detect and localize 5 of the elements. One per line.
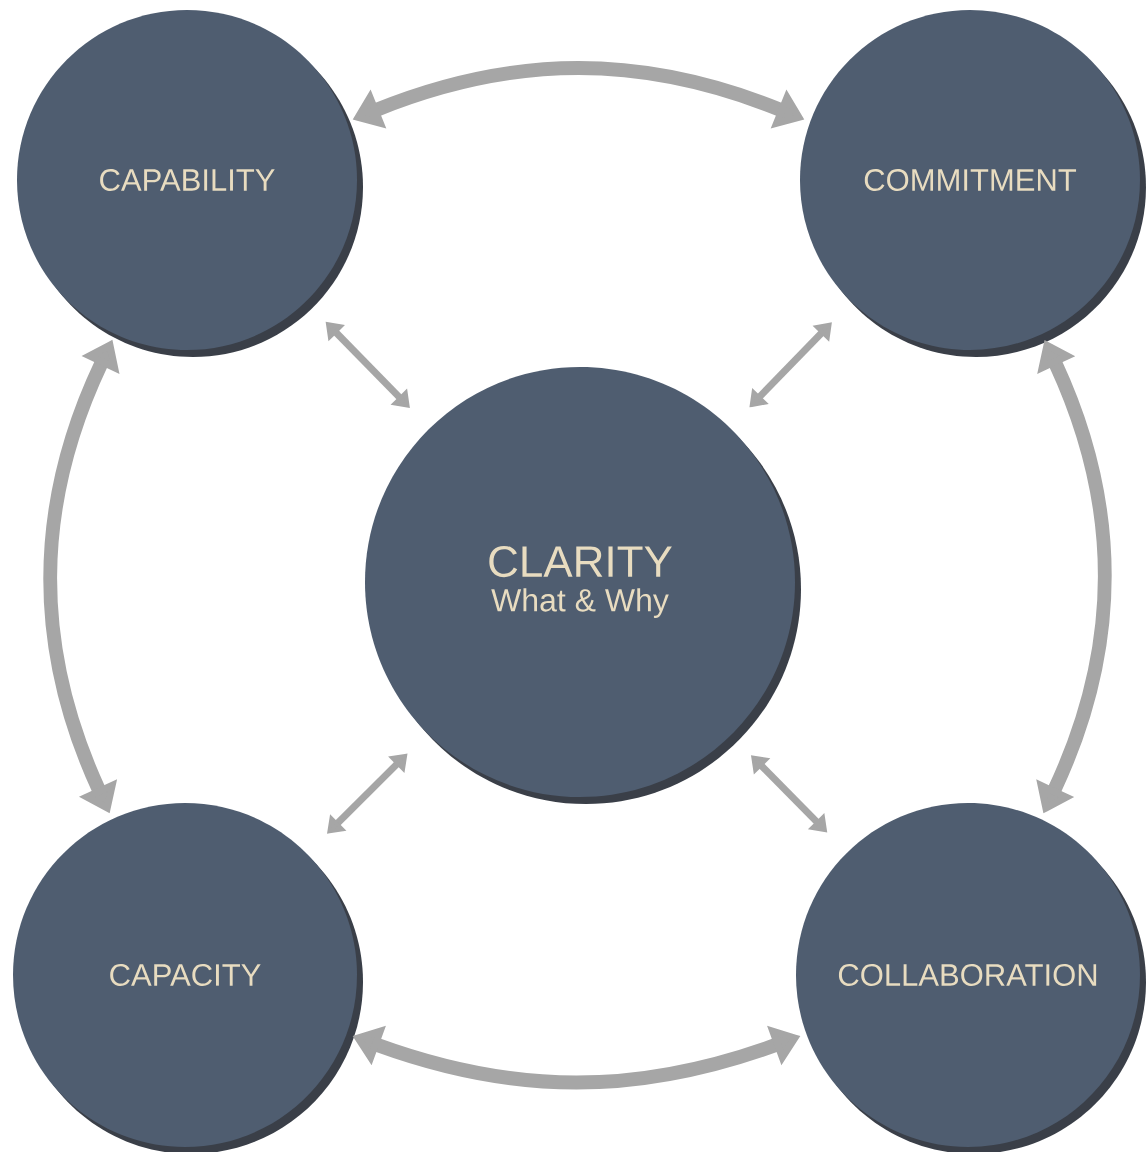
circle-node: COLLABORATION — [796, 803, 1146, 1152]
circle-node: CAPABILITY — [17, 10, 363, 357]
circle-node: COMMITMENT — [800, 10, 1146, 357]
circle-node: CLARITY What & Why — [365, 367, 801, 804]
circle-node: CAPACITY — [13, 803, 363, 1152]
